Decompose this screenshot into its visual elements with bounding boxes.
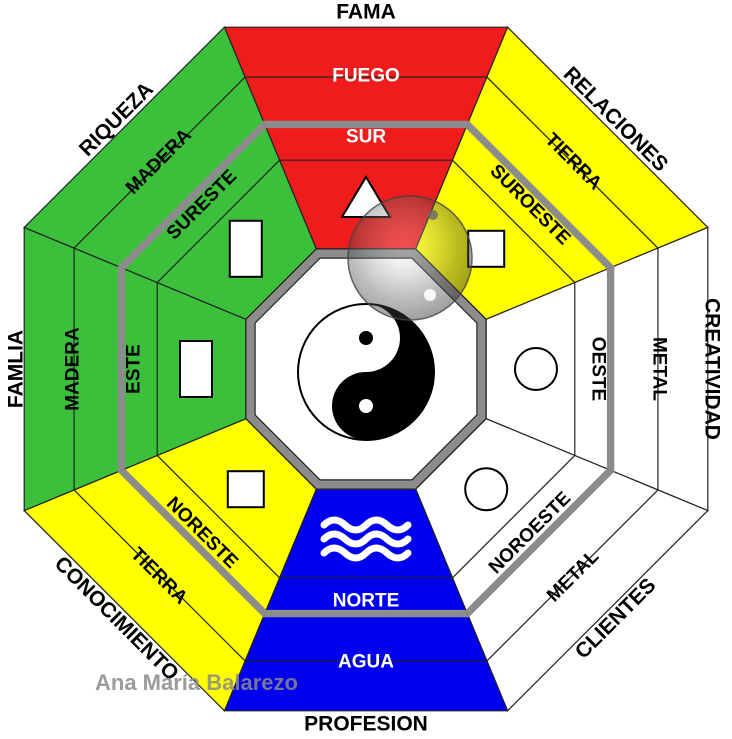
ring-band-top-left (117, 120, 267, 270)
ring-line-bottom-right-1 (486, 489, 659, 662)
direction-label-left: ESTE (124, 344, 145, 394)
yin-yang-icon (297, 303, 435, 441)
ring-band-left (117, 266, 126, 472)
ring-line-top-left-1 (73, 76, 246, 249)
ring-line-top-left-0 (156, 159, 280, 283)
outer-label-left: FAMLIA (5, 330, 28, 408)
circle-icon-right (514, 347, 558, 391)
direction-label-bottom: NORTE (333, 591, 400, 612)
watermark-text: Ana María Balarezo (95, 670, 298, 695)
square-icon-top-right (467, 229, 506, 268)
ring-band-top-right (465, 120, 615, 270)
element-label-bottom: AGUA (338, 652, 394, 673)
ring-line-bottom-right-0 (452, 455, 576, 579)
direction-label-right: OESTE (588, 337, 609, 401)
ring-line-top-right-0 (452, 159, 576, 283)
outer-label-bottom: PROFESION (304, 713, 428, 736)
ring-band-right (606, 266, 615, 472)
ring-line-top-right-1 (486, 76, 659, 249)
direction-label-top: SUR (346, 127, 386, 148)
ring-band-bottom-left (117, 468, 267, 618)
rectangle-icon-left (179, 340, 213, 398)
outer-label-right: CREATIVIDAD (701, 298, 724, 440)
ring-band-bottom (263, 609, 469, 618)
circle-icon-bottom-right (464, 467, 509, 512)
ring-band-top (263, 120, 469, 129)
ring-line-bottom-left-1 (73, 489, 246, 662)
square-icon-bottom-left (226, 470, 265, 509)
element-label-right: METAL (649, 337, 670, 401)
element-label-left: MADERA (63, 327, 84, 411)
water-waves-icon-bottom (320, 516, 412, 562)
ring-line-bottom-left-0 (156, 455, 280, 579)
lens-decoration (347, 195, 473, 321)
ring-band-bottom-right (465, 468, 615, 618)
outer-label-top: FAMA (336, 1, 396, 24)
rectangle-icon-top-left (228, 219, 263, 278)
element-label-top: FUEGO (332, 66, 400, 87)
